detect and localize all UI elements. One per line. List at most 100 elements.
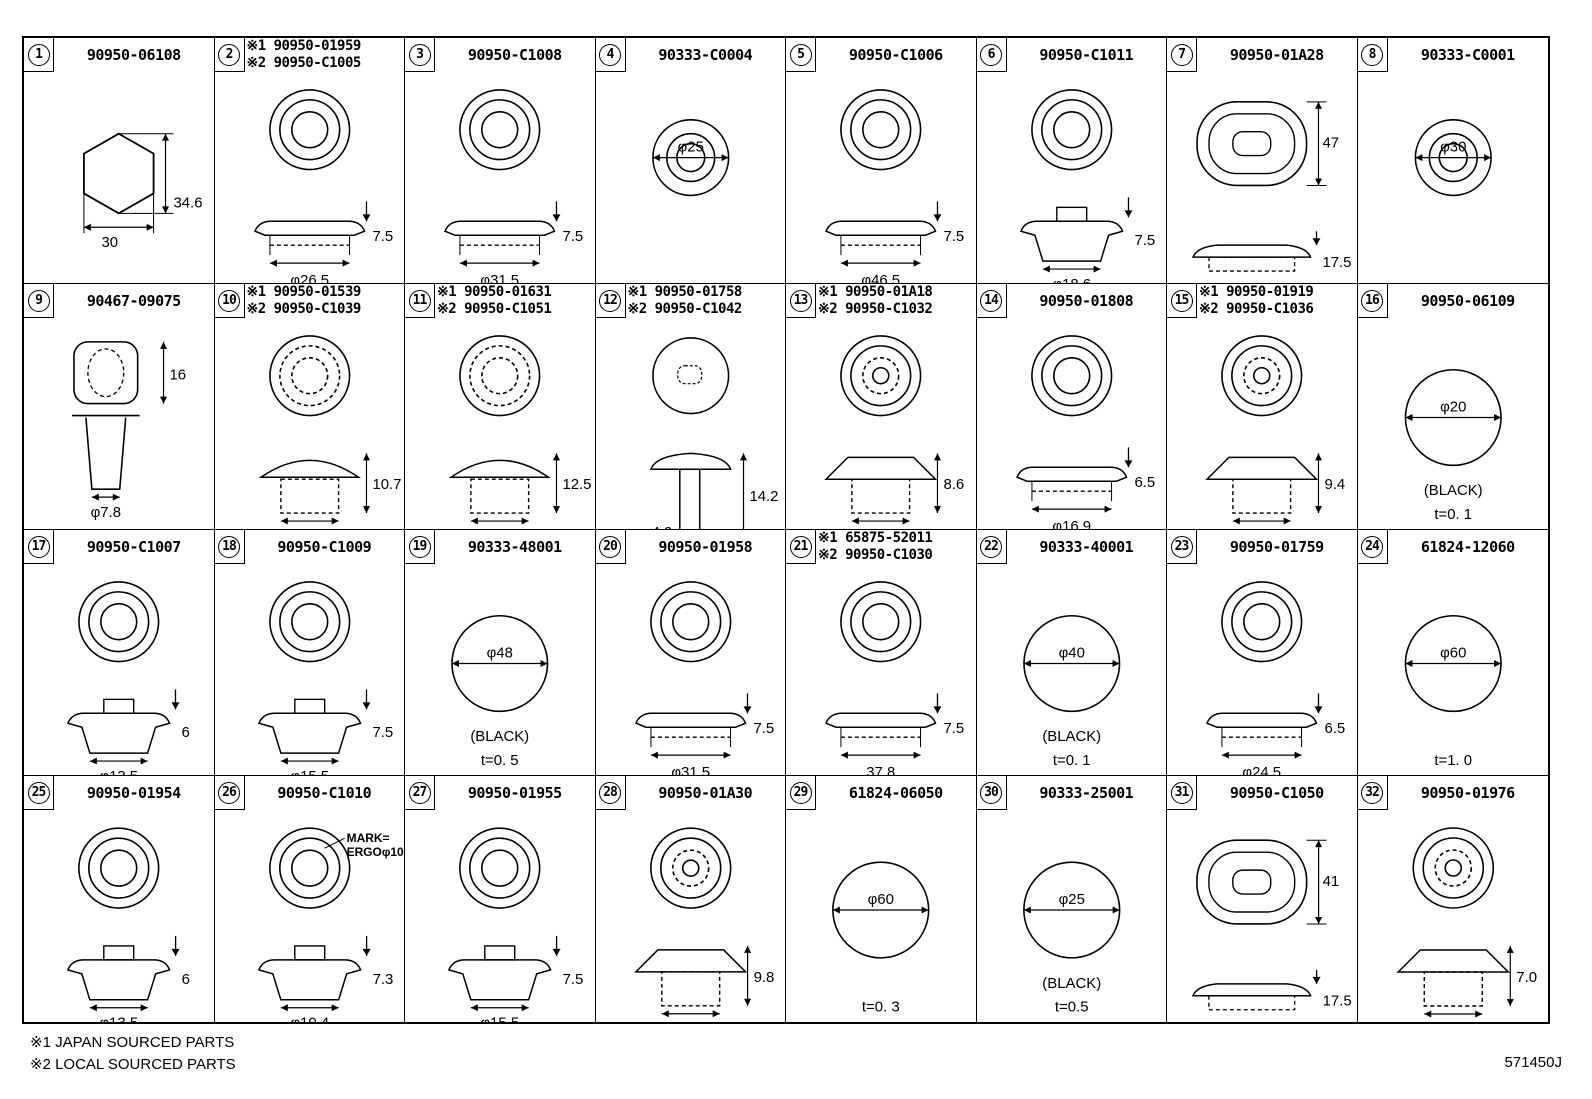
part-drawing: φ25(BLACK)t=0.5 bbox=[1022, 861, 1120, 1016]
plug-outline bbox=[1411, 827, 1494, 909]
part-diagram: φ20 (BLACK) t=0. 1 bbox=[1404, 368, 1502, 523]
part-drawing: φ30 bbox=[1414, 118, 1492, 197]
item-number-box: 31 bbox=[1167, 776, 1197, 810]
dim-diameter: φ20 bbox=[1440, 399, 1466, 416]
part-number-header: 61824-06050 bbox=[818, 776, 974, 810]
part-number: 90333-40001 bbox=[1039, 538, 1134, 556]
dim-diameter: φ17 bbox=[296, 528, 322, 529]
thickness-note: t=0. 5 bbox=[481, 752, 519, 769]
part-number: 90950-06108 bbox=[86, 46, 181, 64]
thickness-note: t=0. 1 bbox=[1434, 506, 1472, 523]
item-number: 31 bbox=[1170, 781, 1193, 804]
item-number-box: 2 bbox=[214, 38, 245, 72]
item-number-box: 23 bbox=[1167, 530, 1197, 564]
part-number: 90950-C1050 bbox=[1229, 784, 1324, 802]
part-number: 90950-C1010 bbox=[277, 784, 372, 802]
part-number: 90950-01A28 bbox=[1229, 46, 1324, 64]
part-number: 90333-C0001 bbox=[1420, 46, 1515, 64]
part-number: ※2 90950-C1039 bbox=[246, 301, 362, 317]
part-drawing: φ48(BLACK)t=0. 5 bbox=[451, 614, 549, 769]
part-number: 90333-48001 bbox=[467, 538, 562, 556]
part-number-header: ※1 90950-01A18※2 90950-C1032 bbox=[818, 284, 974, 318]
item-number: 20 bbox=[599, 535, 621, 558]
item-number: 26 bbox=[218, 781, 240, 804]
thickness-note: t=0.5 bbox=[1054, 999, 1088, 1016]
part-drawing: 7.5φ18.6 bbox=[1019, 89, 1155, 283]
plug-outline bbox=[459, 89, 541, 171]
thickness-note: t=0. 3 bbox=[862, 999, 900, 1016]
plug-outline bbox=[1221, 581, 1303, 663]
part-drawing: 7.5φ15.5 bbox=[257, 581, 393, 775]
item-number: 30 bbox=[980, 781, 1002, 804]
item-number-box: 32 bbox=[1357, 776, 1388, 810]
part-diagram: 7.5φ18.6 bbox=[1019, 89, 1155, 283]
part-number: ※2 90950-C1005 bbox=[246, 55, 362, 71]
part-number-header: 90950-C1008 bbox=[437, 38, 593, 72]
dim-height: 16 bbox=[170, 367, 187, 384]
part-number: ※2 90950-C1051 bbox=[437, 301, 552, 317]
part-drawing: 14.2φ4.9 bbox=[641, 337, 778, 529]
item-number: 14 bbox=[980, 289, 1002, 312]
part-number: 90333-25001 bbox=[1039, 784, 1134, 802]
part-number: 90950-01955 bbox=[467, 784, 562, 802]
item-number: 8 bbox=[1361, 43, 1383, 66]
item-number: 32 bbox=[1361, 781, 1383, 804]
part-number: 90950-01808 bbox=[1039, 292, 1134, 310]
dim-diameter: φ13.5 bbox=[99, 1015, 138, 1022]
item-number-box: 25 bbox=[24, 776, 54, 810]
part-number: 90467-09075 bbox=[86, 292, 181, 310]
dim-height: 12.5 bbox=[562, 476, 591, 493]
plug-outline bbox=[1221, 335, 1303, 417]
part-number-header: ※1 90950-01919※2 90950-C1036 bbox=[1199, 284, 1355, 318]
part-drawing: 7.537.8 bbox=[825, 581, 964, 775]
dim-height: 6.5 bbox=[1134, 474, 1155, 491]
part-number: ※1 90950-01758 bbox=[627, 284, 743, 300]
part-number-header: 90950-C1010 bbox=[247, 776, 403, 810]
part-number-header: 90950-01955 bbox=[437, 776, 593, 810]
part-diagram: 7.5φ15.5 bbox=[447, 827, 583, 1022]
part-diagram: 9.817.8 bbox=[633, 827, 774, 1022]
item-number-box: 4 bbox=[595, 38, 626, 72]
part-diagram: 34.630 bbox=[83, 132, 203, 251]
document-number: 571450J bbox=[1504, 1054, 1562, 1071]
part-number-header: ※1 90950-01539※2 90950-C1039 bbox=[247, 284, 403, 318]
part-drawing: φ20 (BLACK) t=0. 1 bbox=[1404, 368, 1502, 523]
item-number-box: 18 bbox=[214, 530, 245, 564]
item-number-box: 11 bbox=[405, 284, 435, 318]
part-number-header: 90950-C1009 bbox=[247, 530, 403, 564]
plug-outline bbox=[459, 335, 541, 417]
rivet-head-outline bbox=[651, 337, 729, 415]
plug-outline bbox=[78, 827, 160, 909]
part-diagram: 7.0φ4.5 bbox=[1395, 827, 1537, 1022]
plug-outline bbox=[649, 581, 731, 663]
color-note: (BLACK) bbox=[1423, 482, 1482, 499]
item-number-box: 19 bbox=[405, 530, 435, 564]
dim-diameter: φ10.4 bbox=[290, 1015, 329, 1022]
part-number-header: 90950-01954 bbox=[56, 776, 212, 810]
part-diagram: 14.2φ4.9 bbox=[641, 337, 778, 529]
part-number: ※1 65875-52011 bbox=[818, 530, 933, 546]
part-number: ※1 90950-01631 bbox=[437, 284, 552, 300]
plug-outline bbox=[1030, 335, 1112, 417]
